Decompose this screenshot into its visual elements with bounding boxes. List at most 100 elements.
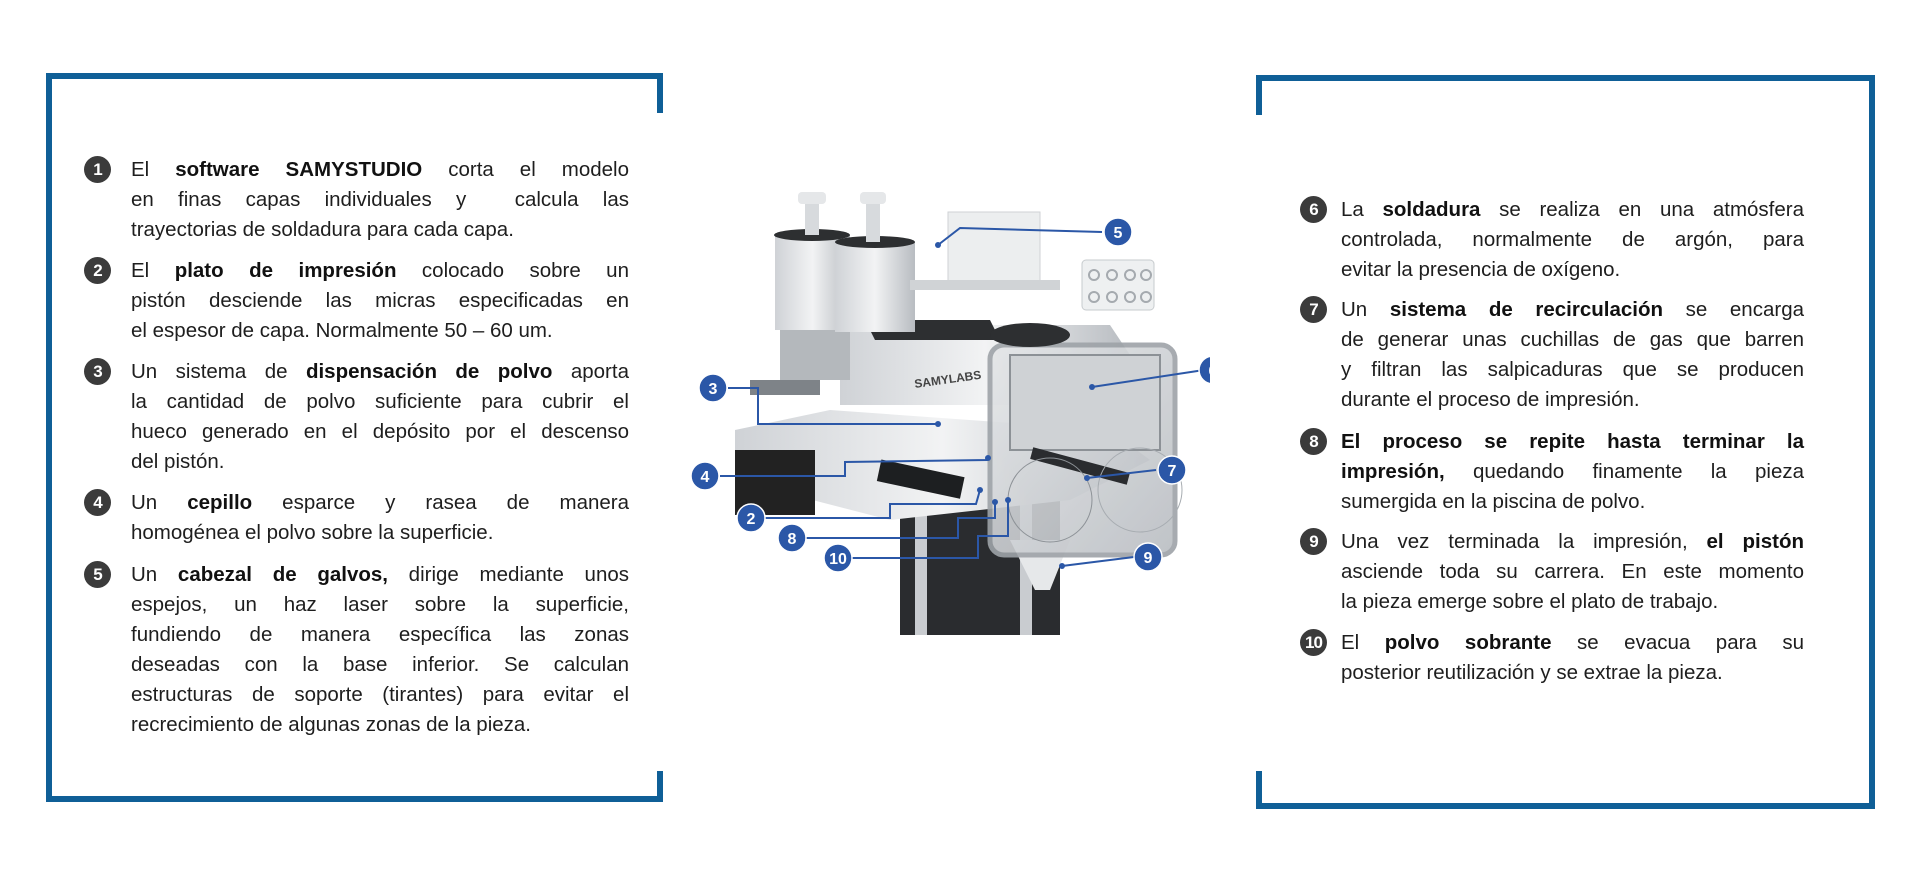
step-text-bold: dispensación de polvo	[305, 360, 553, 383]
step-text: sumergida en la piscina de polvo.	[1341, 490, 1646, 513]
left-frame-bottom-right-tick	[657, 771, 663, 802]
step-text-bold: impresión,	[1341, 460, 1445, 483]
galvo-head	[947, 211, 1041, 288]
step-text: corta el modelo	[422, 158, 629, 181]
step-text: hueco generado en el depósito por el des…	[131, 420, 629, 443]
step-text-line: la pieza emerge sobre el plato de trabaj…	[1341, 587, 1804, 617]
step-text: aporta	[552, 360, 629, 383]
step-text: controlada, normalmente de argón, para	[1341, 228, 1804, 251]
right-frame-top-left-tick	[1256, 75, 1262, 115]
step-text-bold: sistema de recirculación	[1389, 298, 1663, 321]
step-text-bold: el pistón	[1706, 530, 1804, 553]
step-text: estructuras de soporte (tirantes) para e…	[131, 683, 629, 706]
step-text-line: deseadas con la base inferior. Se calcul…	[131, 650, 629, 680]
step-text: El	[131, 158, 176, 181]
step-text: Un sistema de	[131, 360, 306, 383]
step-number-badge: 8	[1300, 428, 1327, 455]
step-text: El	[131, 259, 175, 282]
right-frame-top	[1256, 75, 1875, 81]
step-text-line: homogénea el polvo sobre la superficie.	[131, 518, 629, 548]
left-frame-bottom	[46, 796, 663, 802]
step-text: El	[1341, 631, 1385, 654]
step-text: Un	[1341, 298, 1390, 321]
svg-text:5: 5	[1114, 225, 1123, 242]
step-text-bold: plato de impresión	[174, 259, 397, 282]
step-text-line: Un sistema de recirculación se encarga	[1341, 295, 1804, 325]
step-text: la pieza emerge sobre el plato de trabaj…	[1341, 590, 1719, 613]
step-text: espejos, un haz laser sobre la superfici…	[131, 593, 629, 616]
step-number-badge: 3	[84, 358, 111, 385]
left-frame-top-right-tick	[657, 73, 663, 113]
step-text-line: El polvo sobrante se evacua para su	[1341, 628, 1804, 658]
step-text-bold: polvo sobrante	[1384, 631, 1552, 654]
step-text: durante el proceso de impresión.	[1341, 388, 1640, 411]
callout-8: 8	[777, 523, 807, 553]
step-number-badge: 9	[1300, 528, 1327, 555]
step-number-badge: 2	[84, 257, 111, 284]
step-text: quedando finamente la pieza	[1444, 460, 1804, 483]
step-text-line: El plato de impresión colocado sobre un	[131, 256, 629, 286]
step-text-line: espejos, un haz laser sobre la superfici…	[131, 590, 629, 620]
step-text: el espesor de capa. Normalmente 50 – 60 …	[131, 319, 553, 342]
step-text: Un	[131, 563, 178, 586]
right-frame-bottom-left-tick	[1256, 771, 1262, 809]
step-text-line: hueco generado en el depósito por el des…	[131, 417, 629, 447]
step-item-3: 3 Un sistema de dispensación de polvo apo…	[84, 357, 629, 477]
svg-text:9: 9	[1144, 550, 1153, 567]
callout-2: 2	[736, 503, 766, 533]
svg-text:3: 3	[709, 381, 718, 398]
left-frame-left	[46, 73, 52, 802]
svg-text:6: 6	[1209, 363, 1210, 380]
step-text-bold: cabezal de galvos,	[177, 563, 388, 586]
step-text: asciende toda su carrera. En este moment…	[1341, 560, 1804, 583]
machine-illustration: SAMYLABS 2 3 4 5 6 7 8 9 10	[690, 192, 1210, 635]
step-text: trayectorias de soldadura para cada capa…	[131, 218, 514, 241]
step-text-line: asciende toda su carrera. En este moment…	[1341, 557, 1804, 587]
step-text: Una vez terminada la impresión,	[1341, 530, 1707, 553]
step-text: homogénea el polvo sobre la superficie.	[131, 521, 494, 544]
step-text: colocado sobre un	[396, 259, 629, 282]
step-text-line: del pistón.	[131, 447, 629, 477]
step-text-line: Un sistema de dispensación de polvo apor…	[131, 357, 629, 387]
callout-4: 4	[690, 461, 720, 491]
step-text-line: El proceso se repite hasta terminar la	[1341, 427, 1804, 457]
svg-text:4: 4	[701, 469, 710, 486]
step-text-line: Un cabezal de galvos, dirige mediante un…	[131, 560, 629, 590]
step-text: Un	[131, 491, 188, 514]
step-text-line: pistón desciende las micras especificada…	[131, 286, 629, 316]
step-text-line: y filtran las salpicaduras que se produc…	[1341, 355, 1804, 385]
step-text: evitar la presencia de oxígeno.	[1341, 258, 1621, 281]
step-text: deseadas con la base inferior. Se calcul…	[131, 653, 629, 676]
callout-10: 10	[823, 543, 853, 573]
callout-5: 5	[1103, 217, 1133, 247]
step-text-line: Una vez terminada la impresión, el pistó…	[1341, 527, 1804, 557]
step-item-8: 8 El proceso se repite hasta terminar la i…	[1300, 427, 1804, 517]
right-frame-right	[1869, 75, 1875, 809]
step-number-badge: 5	[84, 561, 111, 588]
callout-7: 7	[1157, 455, 1187, 485]
step-text-line: fundiendo de manera específica las zonas	[131, 620, 629, 650]
step-item-9: 9 Una vez terminada la impresión, el pist…	[1300, 527, 1804, 617]
step-number-badge: 4	[84, 489, 111, 516]
callout-3: 3	[698, 373, 728, 403]
step-text: de generar unas cuchillas de gas que bar…	[1341, 328, 1804, 351]
step-text: y filtran las salpicaduras que se produc…	[1341, 358, 1804, 381]
step-text: posterior reutilización y se extrae la p…	[1341, 661, 1723, 684]
step-text-line: El software SAMYSTUDIO corta el modelo	[131, 155, 629, 185]
svg-text:10: 10	[829, 551, 847, 568]
step-text-line: durante el proceso de impresión.	[1341, 385, 1804, 415]
right-frame-bottom	[1256, 803, 1875, 809]
step-text-line: evitar la presencia de oxígeno.	[1341, 255, 1804, 285]
step-text: en finas capas individuales y calcula la…	[131, 188, 629, 211]
step-text: recrecimiento de algunas zonas de la pie…	[131, 713, 531, 736]
step-text: esparce y rasea de manera	[252, 491, 630, 514]
step-text: se evacua para su	[1551, 631, 1804, 654]
step-text: pistón desciende las micras especificada…	[131, 289, 629, 312]
step-text-line: en finas capas individuales y calcula la…	[131, 185, 629, 215]
step-text: dirige mediante unos	[387, 563, 630, 586]
step-text-bold: soldadura	[1382, 198, 1481, 221]
